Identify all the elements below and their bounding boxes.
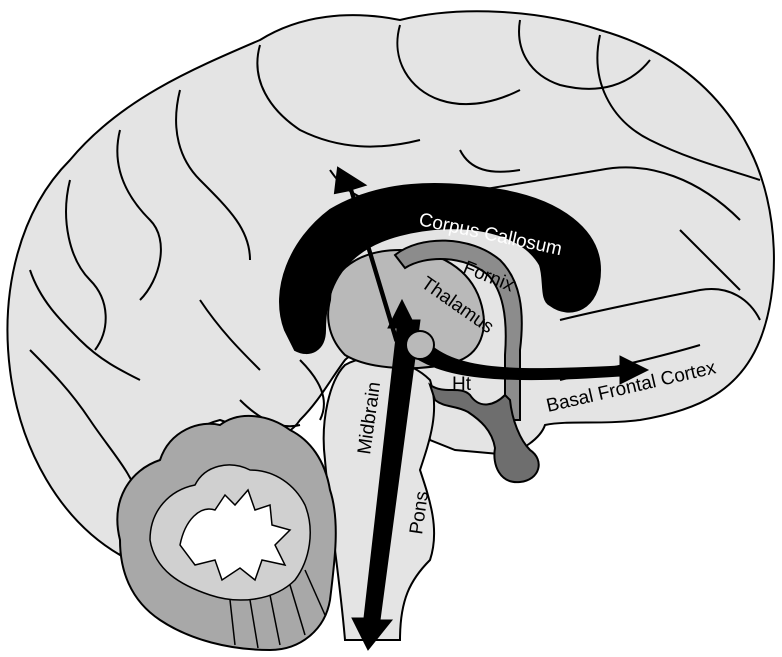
thalamus-nucleus-marker bbox=[406, 331, 434, 359]
label-ht: Ht bbox=[452, 374, 472, 395]
